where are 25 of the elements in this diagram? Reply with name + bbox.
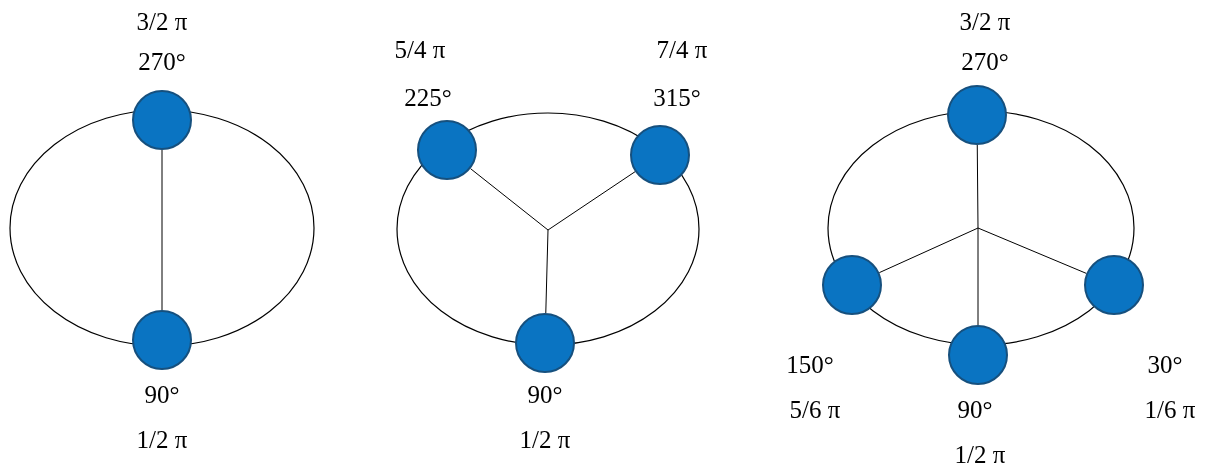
connector-line [976, 144, 979, 229]
connector-line [161, 149, 163, 311]
connector-line [977, 227, 979, 326]
angle-label: 270° [961, 47, 1009, 77]
angle-label: 90° [527, 380, 563, 410]
angle-label: 5/4 π [394, 35, 446, 65]
angle-label: 270° [138, 47, 186, 77]
connector-line [878, 227, 979, 274]
angle-label: 5/6 π [789, 395, 841, 425]
connector-line [547, 171, 636, 231]
angle-label: 1/2 π [954, 440, 1006, 470]
angle-label: 3/2 π [136, 7, 188, 37]
angle-label: 1/2 π [136, 425, 188, 455]
angle-label: 1/6 π [1144, 395, 1196, 425]
connector-line [470, 168, 549, 231]
angle-label: 90° [957, 395, 993, 425]
angle-label: 315° [653, 83, 701, 113]
angle-label: 3/2 π [959, 7, 1011, 37]
angle-label: 7/4 π [656, 35, 708, 65]
angle-label: 150° [786, 350, 834, 380]
angle-label: 90° [144, 380, 180, 410]
angle-label: 30° [1147, 350, 1183, 380]
angle-label: 225° [404, 83, 452, 113]
angle-label: 1/2 π [519, 425, 571, 455]
connector-line [545, 229, 549, 314]
